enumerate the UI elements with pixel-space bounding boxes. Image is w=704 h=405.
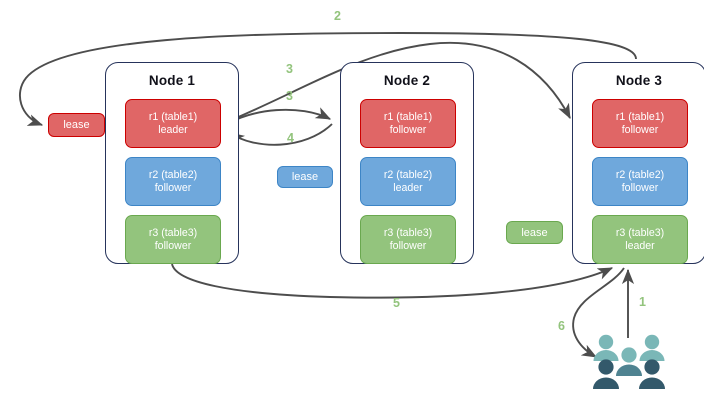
node-card-node1[interactable]: Node 1 r1 (table1) leader r2 (table2) fo…	[105, 62, 239, 264]
step-label-6: 6	[558, 319, 565, 333]
replica-role: follower	[154, 239, 192, 252]
edge-step-2	[18, 32, 637, 126]
lease-chip-blue[interactable]: lease	[277, 166, 333, 188]
edge-step-3-lower	[223, 107, 332, 127]
replica-name: r3 (table3)	[383, 226, 433, 239]
step-label-4: 4	[287, 131, 294, 145]
replica-chip-node2-r2[interactable]: r2 (table2) leader	[360, 157, 456, 206]
replica-chip-node2-r3[interactable]: r3 (table3) follower	[360, 215, 456, 264]
users-icon	[593, 334, 665, 389]
replica-chip-node2-r1[interactable]: r1 (table1) follower	[360, 99, 456, 148]
replica-chip-node1-r2[interactable]: r2 (table2) follower	[125, 157, 221, 206]
replica-name: r2 (table2)	[615, 168, 665, 181]
users-middle-figure	[616, 364, 642, 376]
replica-role: follower	[154, 181, 192, 194]
step-label-1: 1	[639, 295, 646, 309]
replica-name: r1 (table1)	[383, 110, 433, 123]
replica-role: follower	[389, 123, 427, 136]
step-label-3a: 3	[286, 62, 293, 76]
replica-role: leader	[625, 239, 655, 252]
replica-role: leader	[393, 181, 423, 194]
replica-chip-node1-r1[interactable]: r1 (table1) leader	[125, 99, 221, 148]
replica-role: follower	[389, 239, 427, 252]
step-label-2: 2	[334, 9, 341, 23]
replica-name: r2 (table2)	[148, 168, 198, 181]
replica-chip-node3-r3[interactable]: r3 (table3) leader	[592, 215, 688, 264]
replica-chip-node3-r1[interactable]: r1 (table1) follower	[592, 99, 688, 148]
replica-name: r3 (table3)	[148, 226, 198, 239]
replica-chip-node3-r2[interactable]: r2 (table2) follower	[592, 157, 688, 206]
step-label-3b: 3	[286, 89, 293, 103]
replica-role: follower	[621, 181, 659, 194]
replica-name: r2 (table2)	[383, 168, 433, 181]
node-card-node3[interactable]: Node 3 r1 (table1) follower r2 (table2) …	[572, 62, 704, 264]
node-title: Node 2	[383, 73, 431, 88]
replica-chip-node1-r3[interactable]: r3 (table3) follower	[125, 215, 221, 264]
edge-step-3-upper	[221, 41, 571, 125]
users-back-row	[593, 334, 665, 363]
edge-step-6	[572, 267, 625, 358]
replica-name: r1 (table1)	[148, 110, 198, 123]
node-title: Node 1	[148, 73, 196, 88]
node-card-node2[interactable]: Node 2 r1 (table1) follower r2 (table2) …	[340, 62, 474, 264]
edge-step-5	[171, 263, 614, 299]
step-label-5: 5	[393, 296, 400, 310]
node-title: Node 3	[615, 73, 663, 88]
edge-step-4	[229, 123, 333, 146]
lease-chip-red[interactable]: lease	[48, 113, 105, 137]
users-front-row	[593, 359, 665, 389]
replica-name: r1 (table1)	[615, 110, 665, 123]
replica-role: leader	[158, 123, 188, 136]
lease-chip-green[interactable]: lease	[506, 221, 563, 244]
replica-name: r3 (table3)	[615, 226, 665, 239]
replica-role: follower	[621, 123, 659, 136]
